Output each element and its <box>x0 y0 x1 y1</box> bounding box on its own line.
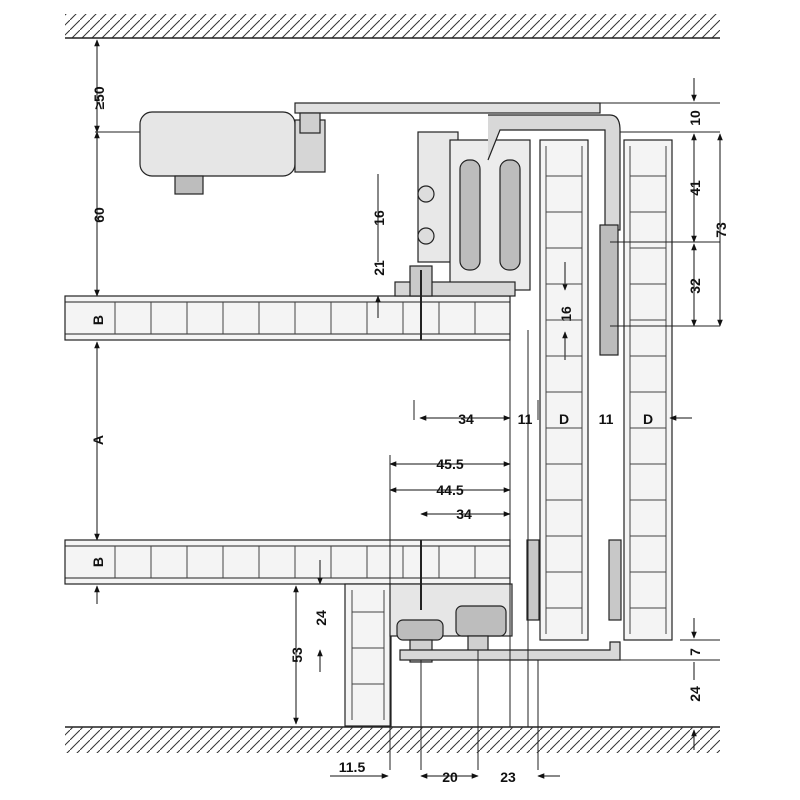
dim-ge50: ≥50 <box>91 86 107 109</box>
dim-7: 7 <box>687 648 703 656</box>
floor <box>65 726 720 753</box>
label-b-upper: B <box>90 315 106 325</box>
dim-73: 73 <box>713 222 729 238</box>
dim-10: 10 <box>687 110 703 126</box>
dim-11-first: 11 <box>518 411 533 427</box>
dim-34-upper: 34 <box>458 411 474 427</box>
upper-panel <box>64 295 511 341</box>
dim-24-right: 24 <box>687 686 703 702</box>
door-panel-front <box>539 139 589 641</box>
label-d-second: D <box>643 411 653 427</box>
dim-11-second: 11 <box>599 411 614 427</box>
dim-44-5: 44.5 <box>436 482 463 498</box>
label-a: A <box>90 435 106 445</box>
door-panel-rear <box>623 139 673 641</box>
dim-21: 21 <box>371 260 387 276</box>
dim-32: 32 <box>687 278 703 294</box>
dim-34-lower: 34 <box>456 506 472 522</box>
dim-23: 23 <box>500 769 516 785</box>
dim-45-5: 45.5 <box>436 456 463 472</box>
plinth <box>344 583 392 727</box>
dim-60: 60 <box>91 207 107 223</box>
dim-41: 41 <box>687 180 703 196</box>
dim-11-5: 11.5 <box>339 759 366 775</box>
dim-24-left: 24 <box>313 610 329 626</box>
dim-20: 20 <box>442 769 458 785</box>
dim-53: 53 <box>289 647 305 663</box>
ceiling <box>65 14 720 39</box>
top-running-gear <box>139 102 621 356</box>
dim-16-mid: 16 <box>558 306 574 322</box>
label-b-lower: B <box>90 557 106 567</box>
dimension-lines <box>94 39 723 779</box>
dimension-labels: ≥50 60 16 21 B A B 16 34 11 D 11 D 45.5 … <box>90 86 729 785</box>
label-d-first: D <box>559 411 569 427</box>
dim-16-top: 16 <box>371 210 387 226</box>
lower-panel <box>64 539 511 585</box>
